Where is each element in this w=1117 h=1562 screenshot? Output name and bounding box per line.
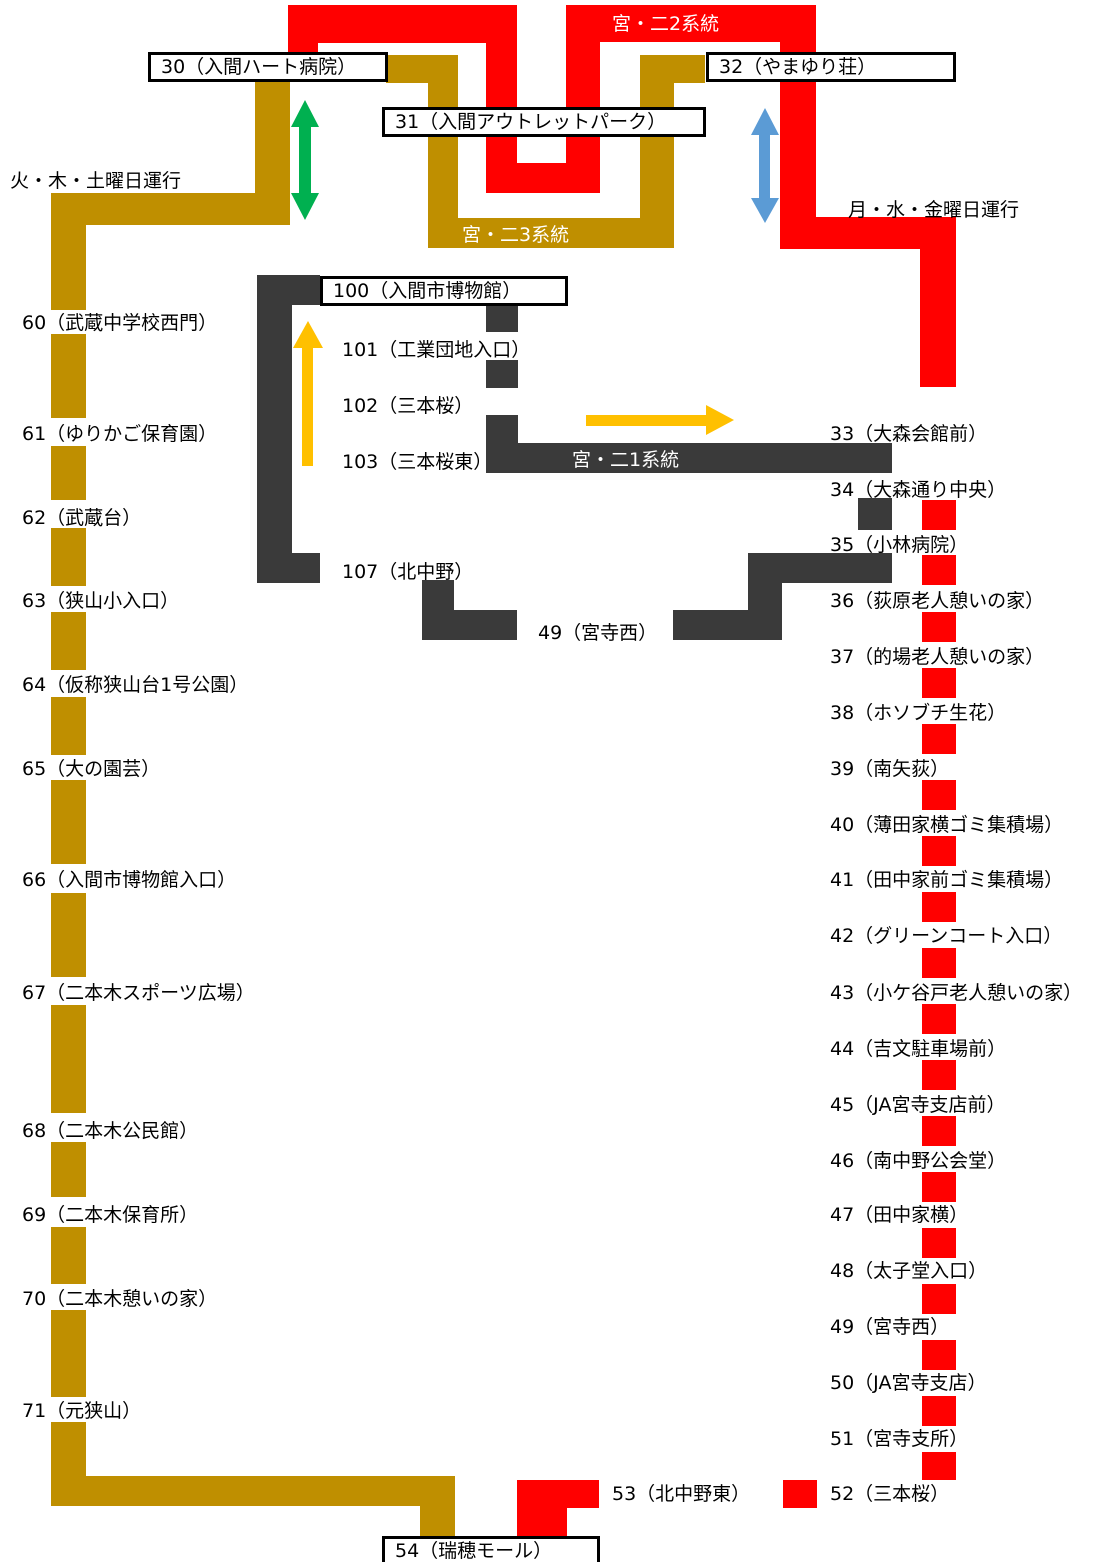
route3-schedule: 火・木・土曜日運行 [10,170,182,192]
route2-name: 宮・二2系統 [612,13,720,35]
terminal-100: 100（入間市博物館） [320,276,568,306]
stop-67: 67（二本木スポーツ広場） [22,982,255,1004]
terminal-31: 31（入間アウトレットパーク） [382,107,706,137]
route3-name: 宮・二3系統 [462,224,570,246]
stop-44: 44（吉文駐車場前） [830,1038,1007,1060]
stop-34: 34（大森通り中央） [830,479,1007,501]
route2-schedule: 月・水・金曜日運行 [848,199,1020,221]
stop-50: 50（JA宮寺支店） [830,1372,987,1394]
stop-35: 35（小林病院） [830,534,969,556]
stop-60: 60（武蔵中学校西門） [22,312,218,334]
direction-arrow-orange-up [293,321,323,466]
direction-arrow-orange-right [586,405,734,435]
route3-segments [51,334,86,1397]
stop-47: 47（田中家横） [830,1204,969,1226]
terminal-30: 30（入間ハート病院） [148,52,388,82]
stop-48: 48（太子堂入口） [830,1260,988,1282]
stop-51: 51（宮寺支所） [830,1428,969,1450]
stop-64: 64（仮称狭山台1号公園） [22,674,249,696]
stop-39: 39（南矢荻） [830,758,950,780]
stop-49-route2: 49（宮寺西） [830,1316,950,1338]
stop-62: 62（武蔵台） [22,507,142,529]
stop-66: 66（入間市博物館入口） [22,869,237,891]
stop-40: 40（薄田家横ゴミ集積場） [830,814,1064,836]
stop-46: 46（南中野公会堂） [830,1150,1007,1172]
stop-38: 38（ホソブチ生花） [830,702,1007,724]
stop-42: 42（グリーンコート入口） [830,925,1063,947]
stop-43: 43（小ケ谷戸老人憩いの家） [830,982,1083,1004]
stop-52: 52（三本桜） [830,1483,950,1505]
stop-45: 45（JA宮寺支店前） [830,1094,1006,1116]
stop-63: 63（狭山小入口） [22,590,180,612]
stop-71: 71（元狭山） [22,1400,142,1422]
stop-69: 69（二本木保育所） [22,1204,199,1226]
stop-49-route1: 49（宮寺西） [538,622,658,644]
stop-101: 101（工業団地入口） [342,339,531,361]
route1-name: 宮・二1系統 [572,449,680,471]
stop-41: 41（田中家前ゴミ集積場） [830,869,1064,891]
route1-line [257,275,892,640]
stop-68: 68（二本木公民館） [22,1120,199,1142]
stop-107: 107（北中野） [342,561,474,583]
route2-line [288,5,956,1562]
stop-65: 65（大の園芸） [22,758,161,780]
stop-33: 33（大森会館前） [830,423,988,445]
terminal-54: 54（瑞穂モール） [382,1536,600,1562]
route3-line [51,55,705,1536]
stop-36: 36（荻原老人憩いの家） [830,590,1045,612]
stop-53: 53（北中野東） [612,1483,751,1505]
stop-70: 70（二本木憩いの家） [22,1288,218,1310]
route2-segments [922,500,956,1480]
direction-arrow-green [291,100,319,220]
stop-61: 61（ゆりかご保育園） [22,423,218,445]
stop-102: 102（三本桜） [342,395,474,417]
stop-37: 37（的場老人憩いの家） [830,646,1045,668]
direction-arrow-blue [751,108,779,223]
terminal-32: 32（やまゆり荘） [706,52,956,82]
stop-103: 103（三本桜東） [342,451,493,473]
